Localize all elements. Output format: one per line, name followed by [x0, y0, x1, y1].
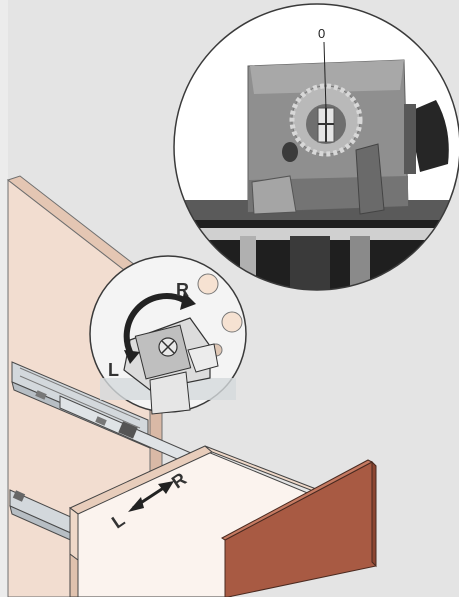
zero-mark-label: 0	[318, 26, 325, 41]
mechanism-left-label: L	[108, 360, 119, 380]
double-arrow-icon	[128, 481, 174, 512]
mechanism-right-label: R	[176, 280, 189, 300]
rotation-arrow-icon	[123, 292, 196, 364]
zero-indicator-line	[323, 41, 327, 111]
left-border	[0, 0, 8, 597]
adjustment-gear-icon	[289, 83, 363, 157]
drawer-front	[221, 459, 377, 597]
adjustment-detail-circle	[89, 255, 247, 415]
photo-detail-circle	[173, 3, 459, 291]
